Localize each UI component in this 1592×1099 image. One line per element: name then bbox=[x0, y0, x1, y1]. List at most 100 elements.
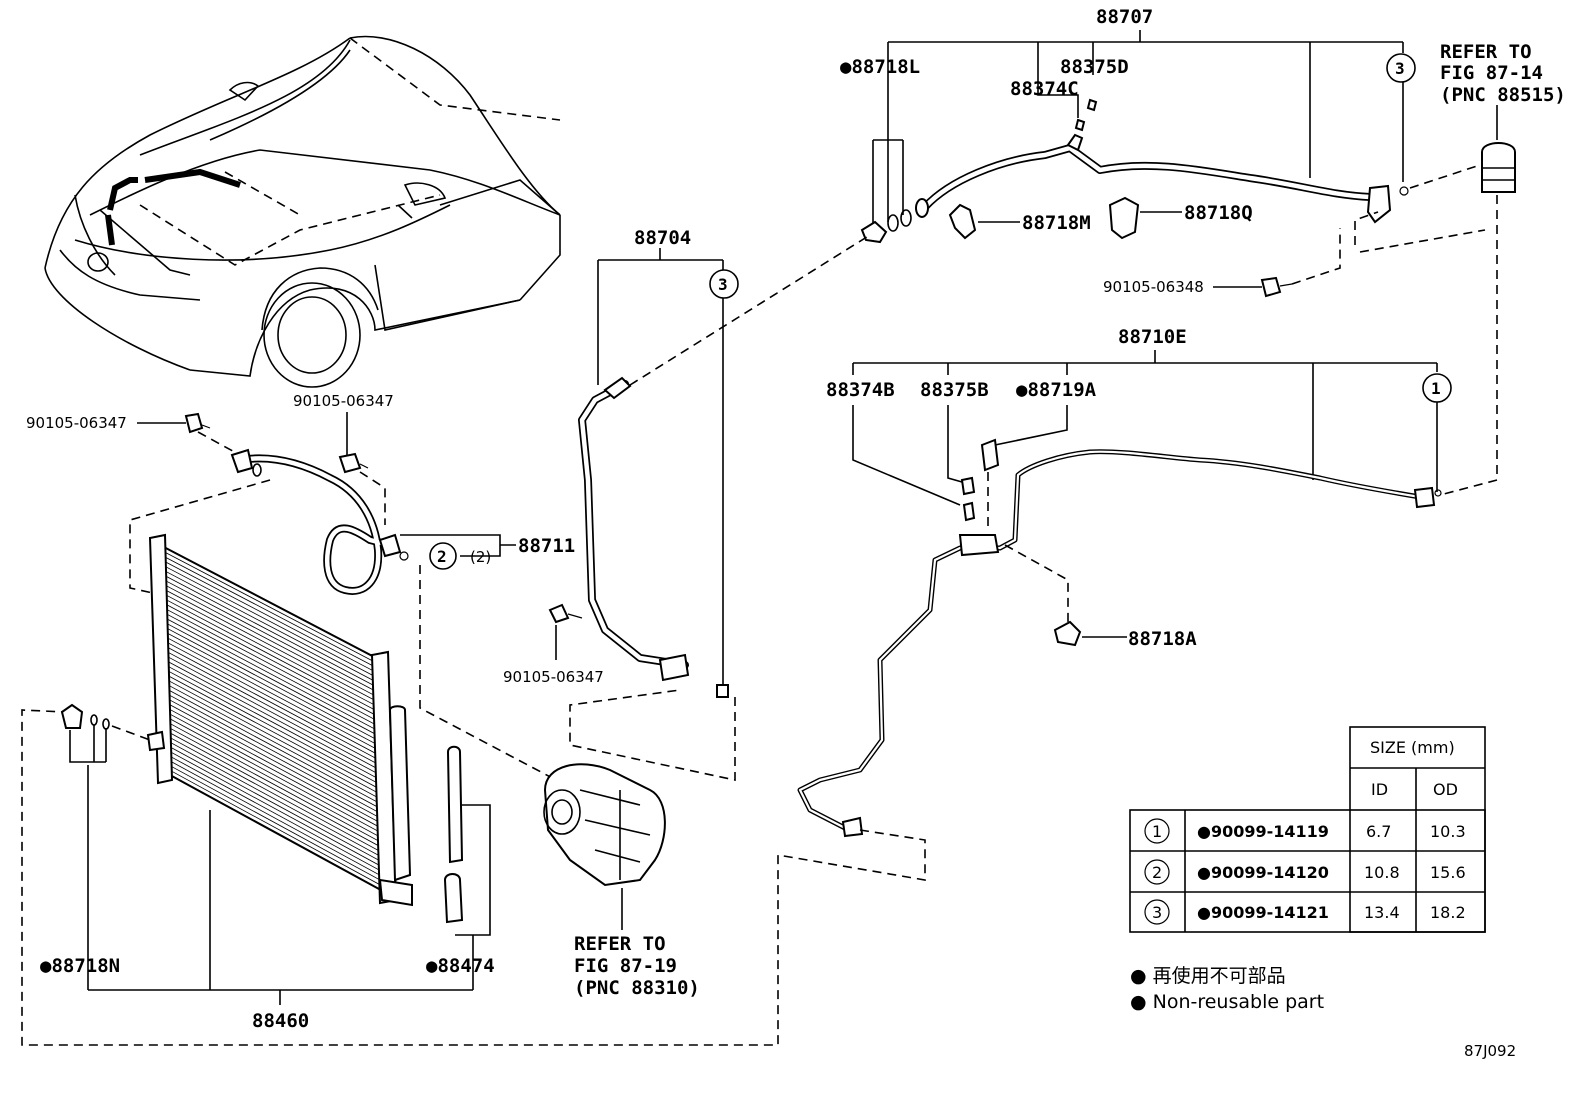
condenser-fin bbox=[167, 717, 388, 837]
receiver-dryer bbox=[388, 705, 412, 882]
refer-88515-line1: REFER TO bbox=[1440, 41, 1532, 63]
condenser-fin bbox=[165, 669, 386, 788]
group-88711: 90105-06347 90105-06347 88711 2 (2) bbox=[26, 392, 576, 791]
size-row-od: 18.2 bbox=[1430, 903, 1466, 922]
condenser-88460: 88460 ●88718N ●88474 bbox=[40, 533, 495, 1032]
condenser-fins bbox=[160, 549, 390, 891]
condenser-fin bbox=[162, 597, 383, 715]
callout-3-top: 3 bbox=[1386, 53, 1416, 83]
condenser-fin bbox=[161, 592, 383, 710]
condenser-fin bbox=[166, 688, 387, 808]
condenser-fin bbox=[165, 674, 386, 793]
pipe-88710E-block bbox=[958, 534, 1000, 557]
size-row-id: 6.7 bbox=[1366, 822, 1391, 841]
condenser-fin bbox=[166, 702, 388, 822]
size-table-row-2: 2 ●90099-14120 10.8 15.6 bbox=[1144, 859, 1466, 885]
condenser-fin bbox=[167, 712, 388, 832]
label-88474: ●88474 bbox=[426, 955, 495, 977]
condenser-fin bbox=[169, 769, 390, 891]
bolt-90105-06347-mid bbox=[338, 452, 362, 474]
size-table-col-id: ID bbox=[1371, 780, 1388, 799]
condenser-fin bbox=[160, 549, 381, 666]
bolt-90105-06348 bbox=[1260, 276, 1282, 298]
svg-text:1: 1 bbox=[1431, 379, 1441, 398]
size-table: SIZE (mm) ID OD 1 ●90099-14119 6.7 10.3 … bbox=[1129, 726, 1486, 933]
label-bolt-90105-06348: 90105-06348 bbox=[1103, 278, 1204, 296]
condenser-fin bbox=[164, 654, 385, 773]
condenser-fin bbox=[163, 621, 384, 739]
refer-88310-line3: (PNC 88310) bbox=[574, 977, 700, 999]
clamp-88718Q bbox=[1108, 196, 1140, 240]
condenser-fin bbox=[168, 755, 390, 876]
valve-core-88374B bbox=[962, 501, 976, 522]
label-oring-ref: (2) bbox=[470, 548, 491, 566]
pipe-88711-fitting bbox=[230, 448, 254, 474]
condenser-fin bbox=[161, 587, 383, 705]
valve-cap-88375D bbox=[1086, 98, 1098, 112]
condenser-fin bbox=[162, 606, 383, 724]
filter-88474 bbox=[446, 745, 464, 864]
svg-text:3: 3 bbox=[1395, 59, 1405, 78]
condenser-fin bbox=[167, 731, 389, 852]
pipe-88710E-end bbox=[1413, 486, 1436, 509]
pipe-88704-fitting-bottom bbox=[658, 653, 690, 682]
label-88707: 88707 bbox=[1096, 6, 1153, 28]
condenser-fin bbox=[161, 578, 382, 695]
label-88711: 88711 bbox=[518, 535, 575, 557]
valve-cap-88375B bbox=[960, 476, 976, 496]
size-row-part: ●90099-14121 bbox=[1197, 903, 1329, 922]
condenser-fin bbox=[169, 760, 390, 881]
condenser-fin bbox=[161, 582, 382, 700]
group-88704: 88704 3 90105-06347 bbox=[503, 227, 871, 781]
car-illustration bbox=[44, 35, 561, 388]
clamp-88718L bbox=[860, 220, 888, 244]
size-table-row-1: 1 ●90099-14119 6.7 10.3 bbox=[1144, 818, 1466, 844]
callout-2: 2 bbox=[429, 542, 457, 570]
label-bolt-90105-06347-mid: 90105-06347 bbox=[293, 392, 394, 410]
condenser-fin bbox=[160, 568, 382, 685]
condenser-fin bbox=[163, 630, 384, 749]
condenser-fin bbox=[168, 745, 389, 866]
label-88710E: 88710E bbox=[1118, 326, 1187, 348]
label-88375D: 88375D bbox=[1060, 56, 1129, 78]
compressor: REFER TO FIG 87-19 (PNC 88310) bbox=[543, 763, 700, 999]
label-88718A: 88718A bbox=[1128, 628, 1197, 650]
switch-88719A bbox=[980, 438, 1000, 472]
condenser-fin bbox=[164, 650, 385, 769]
callout-1: 1 bbox=[1422, 373, 1452, 403]
refer-88310-line1: REFER TO bbox=[574, 933, 666, 955]
clamp-88718M bbox=[948, 203, 977, 240]
group-88707: 88707 ●88718L 88375D 88374C 3 REFER TO F… bbox=[840, 6, 1566, 496]
refer-88515-line2: FIG 87-14 bbox=[1440, 62, 1543, 84]
label-88718Q: 88718Q bbox=[1184, 202, 1253, 224]
condenser-fin bbox=[167, 726, 389, 847]
legend-jp: ● 再使用不可部品 bbox=[1130, 965, 1286, 987]
size-row-part: ●90099-14120 bbox=[1197, 863, 1329, 882]
condenser-fin bbox=[168, 736, 389, 857]
size-row-ref: 1 bbox=[1152, 822, 1162, 841]
condenser-fin bbox=[160, 554, 381, 671]
label-88704: 88704 bbox=[634, 227, 691, 249]
size-row-part: ●90099-14119 bbox=[1197, 822, 1329, 841]
svg-text:2: 2 bbox=[437, 547, 447, 566]
condenser-fin bbox=[162, 616, 384, 734]
condenser-fin bbox=[169, 765, 390, 886]
figure-code: 87J092 bbox=[1464, 1042, 1516, 1060]
condenser-fin bbox=[163, 626, 384, 744]
condenser-fin bbox=[164, 645, 385, 764]
callout-3-mid: 3 bbox=[709, 269, 739, 299]
condenser-fin bbox=[168, 750, 390, 871]
condenser-fin bbox=[162, 602, 383, 720]
group-88710E: 88710E 88374B 88375B ●88719A 1 88718A bbox=[21, 326, 1452, 1046]
size-table-header: SIZE (mm) bbox=[1370, 738, 1455, 757]
bolt-88704 bbox=[548, 603, 570, 624]
condenser-fin bbox=[166, 697, 387, 818]
condenser-fin bbox=[161, 573, 382, 690]
refer-88310-line2: FIG 87-19 bbox=[574, 955, 677, 977]
size-row-ref: 3 bbox=[1152, 903, 1162, 922]
label-bolt-90105-06347-left: 90105-06347 bbox=[26, 414, 127, 432]
size-row-id: 10.8 bbox=[1364, 863, 1400, 882]
condenser-fin bbox=[163, 640, 385, 759]
size-row-ref: 2 bbox=[1152, 863, 1162, 882]
